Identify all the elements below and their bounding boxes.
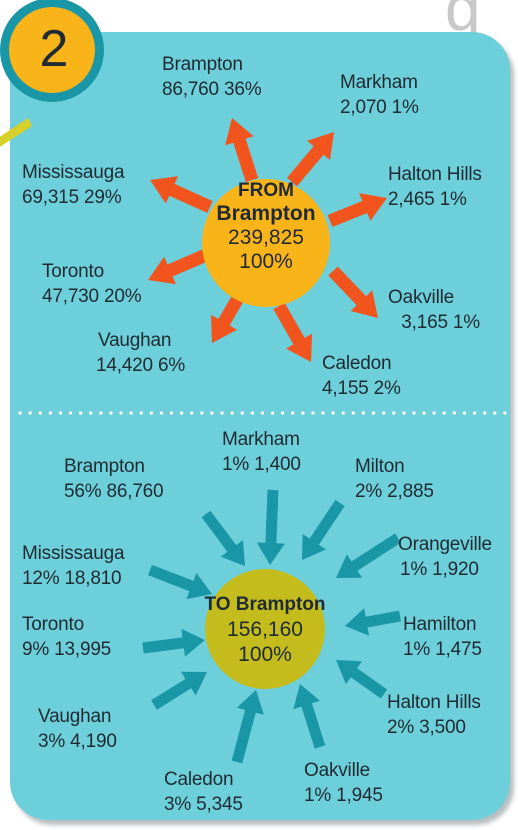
from-arrow-halton-hills (327, 193, 387, 227)
to-origin-milton: Milton 2% 2,885 (355, 454, 434, 504)
from-dest-name: Halton Hills (388, 164, 482, 185)
from-dest-name: Caledon (322, 353, 392, 374)
from-dest-value: 3,165 1% (401, 312, 480, 333)
from-dest-halton-hills: Halton Hills 2,465 1% (388, 162, 482, 212)
from-dest-value: 14,420 6% (96, 355, 186, 376)
from-dest-vaughan: Vaughan 14,420 6% (96, 328, 185, 378)
to-origin-value: 3% 4,190 (38, 731, 117, 752)
from-center-line1: FROM (238, 180, 294, 201)
to-origin-name: Oakville (304, 760, 370, 781)
from-dest-value: 2,465 1% (388, 189, 467, 210)
to-origin-toronto: Toronto 9% 13,995 (22, 612, 111, 662)
from-dest-markham: Markham 2,070 1% (340, 70, 419, 120)
from-arrow-mississauga (150, 176, 213, 213)
to-origin-value: 1% 1,920 (400, 559, 479, 580)
from-dest-value: 2,070 1% (340, 97, 419, 118)
from-dest-toronto: Toronto 47,730 20% (42, 259, 142, 309)
from-dest-value: 47,730 20% (42, 286, 142, 307)
from-arrow-markham (287, 132, 334, 187)
to-origin-name: Orangeville (398, 534, 492, 555)
to-arrow-orangeville (336, 533, 401, 578)
to-origin-hamilton: Hamilton 1% 1,475 (403, 612, 482, 662)
to-origin-markham: Markham 1% 1,400 (222, 427, 301, 477)
from-center-total: 239,825 (228, 226, 304, 249)
to-origin-value: 1% 1,475 (403, 639, 482, 660)
to-origin-value: 56% 86,760 (64, 481, 164, 502)
from-arrow-toronto (148, 249, 209, 285)
from-center-text: FROM Brampton 239,825 100% (202, 178, 330, 274)
to-arrow-mississauga (148, 564, 212, 600)
to-origin-value: 1% 1,400 (222, 454, 301, 475)
to-origin-vaughan: Vaughan 3% 4,190 (38, 704, 117, 754)
from-dest-name: Toronto (42, 261, 104, 282)
to-origin-value: 2% 3,500 (387, 717, 466, 738)
from-dest-value: 4,155 2% (322, 378, 401, 399)
to-arrow-oakville (293, 684, 326, 749)
from-center-line2: Brampton (216, 202, 316, 225)
to-origin-name: Caledon (164, 769, 234, 790)
to-origin-value: 2% 2,885 (355, 481, 434, 502)
to-origin-name: Brampton (64, 456, 145, 477)
to-origin-value: 9% 13,995 (22, 639, 112, 660)
to-center-line1: TO Brampton (204, 594, 326, 615)
from-dest-brampton: Brampton 86,760 36% (162, 52, 262, 102)
to-arrow-toronto (142, 628, 205, 657)
from-arrow-caledon (273, 302, 313, 362)
badge-number: 2 (39, 20, 69, 78)
to-origin-orangeville: Orangeville 1% 1,920 (398, 532, 492, 582)
from-center-circle (202, 179, 330, 307)
to-origin-name: Milton (355, 456, 405, 477)
from-dest-oakville: Oakville 3,165 1% (388, 285, 480, 335)
to-arrow-brampton (201, 510, 245, 566)
to-center-total: 156,160 (227, 618, 303, 641)
from-center-percent: 100% (239, 250, 293, 273)
to-origin-name: Mississauga (22, 543, 125, 564)
to-arrow-halton-hills (336, 660, 388, 699)
from-arrow-oakville (328, 266, 378, 318)
to-origin-name: Vaughan (38, 706, 112, 727)
from-dest-value: 86,760 36% (162, 79, 262, 100)
from-dest-name: Mississauga (22, 162, 125, 183)
accent-stripe (0, 118, 32, 147)
to-origin-brampton: Brampton 56% 86,760 (64, 454, 164, 504)
from-dest-name: Markham (340, 72, 418, 93)
from-dest-name: Brampton (162, 54, 243, 75)
to-origin-mississauga: Mississauga 12% 18,810 (22, 541, 125, 591)
from-dest-name: Vaughan (98, 330, 172, 351)
to-origin-oakville: Oakville 1% 1,945 (304, 758, 383, 808)
to-arrow-hamilton (345, 608, 401, 636)
to-origin-value: 1% 1,945 (304, 785, 383, 806)
from-dest-mississauga: Mississauga 69,315 29% (22, 160, 125, 210)
to-center-text: TO Brampton 156,160 100% (195, 592, 335, 667)
to-origin-halton-hills: Halton Hills 2% 3,500 (387, 690, 481, 740)
from-dest-value: 69,315 29% (22, 187, 122, 208)
to-origin-value: 3% 5,345 (164, 794, 243, 815)
to-arrows-group (142, 489, 401, 764)
from-dest-name: Oakville (388, 287, 454, 308)
to-center-percent: 100% (238, 643, 292, 666)
to-arrow-milton (302, 499, 345, 560)
from-arrow-vaughan (211, 294, 244, 343)
to-origin-value: 12% 18,810 (22, 568, 122, 589)
to-arrow-vaughan (151, 671, 207, 710)
badge-circle (9, 7, 95, 93)
to-origin-caledon: Caledon 3% 5,345 (164, 767, 243, 817)
to-origin-name: Hamilton (403, 614, 477, 635)
to-arrow-caledon (231, 690, 264, 764)
to-center-circle (205, 569, 325, 689)
to-origin-name: Halton Hills (387, 692, 481, 713)
to-origin-name: Markham (222, 429, 300, 450)
to-arrow-markham (256, 489, 285, 565)
from-arrows-group (148, 118, 387, 362)
to-origin-name: Toronto (22, 614, 84, 635)
from-arrow-brampton (225, 118, 259, 182)
from-dest-caledon: Caledon 4,155 2% (322, 351, 401, 401)
